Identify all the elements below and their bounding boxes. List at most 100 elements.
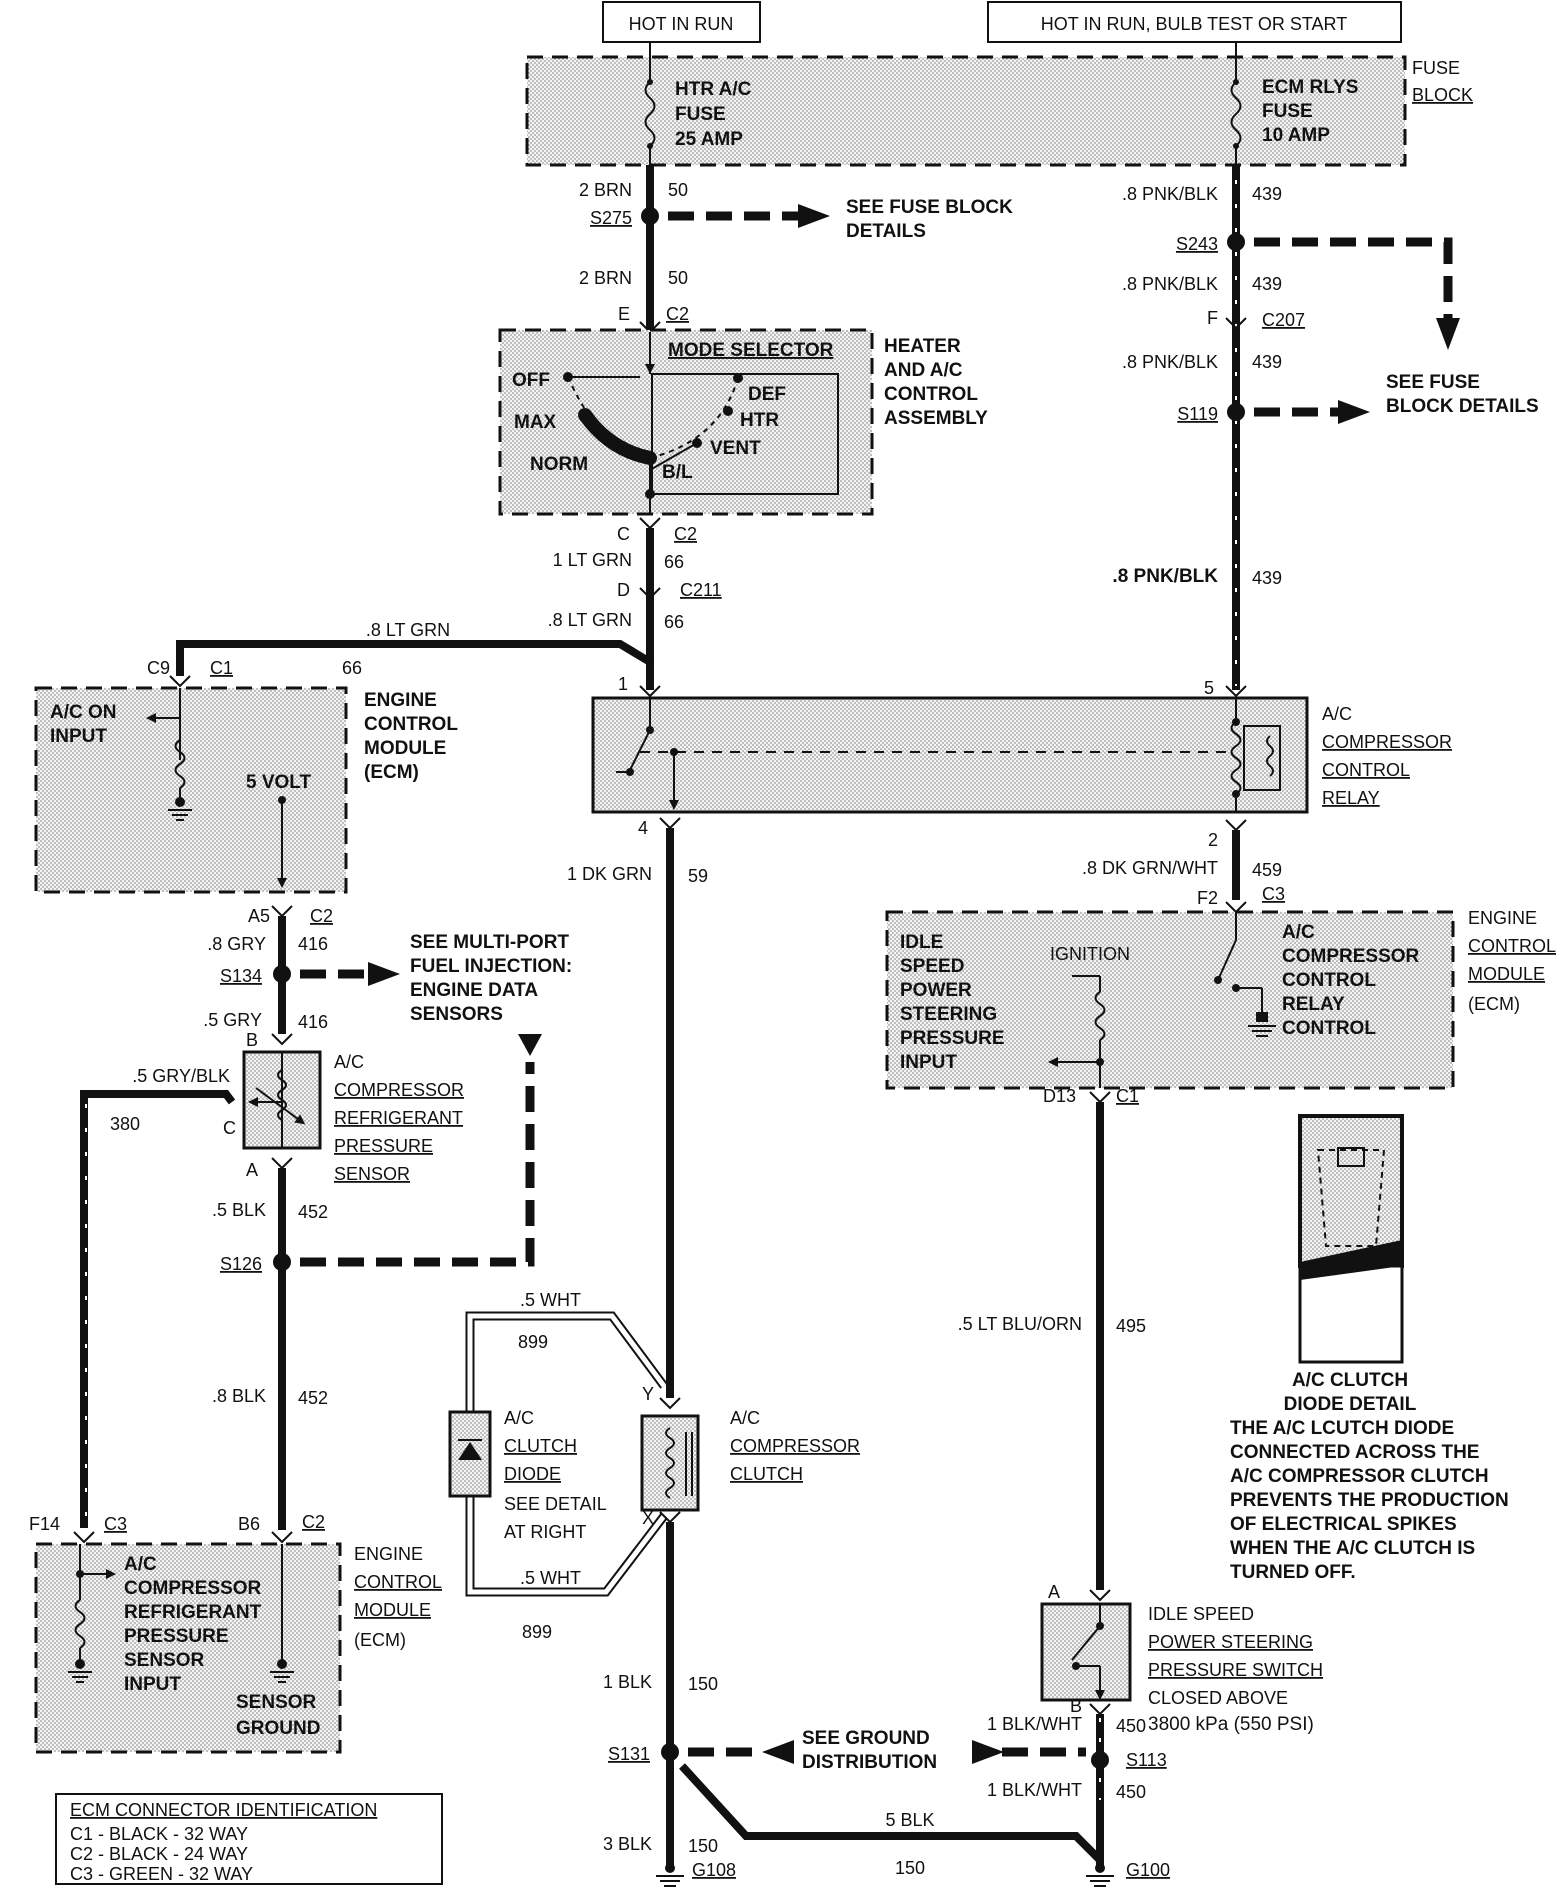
svg-text:STEERING: STEERING [900, 1004, 997, 1025]
svg-text:FUEL INJECTION:: FUEL INJECTION: [410, 956, 572, 977]
hot-in-run-bulb-box: HOT IN RUN, BULB TEST OR START [987, 1, 1402, 43]
svg-text:MODULE: MODULE [354, 1600, 431, 1620]
svg-text:CONTROL: CONTROL [354, 1572, 442, 1592]
svg-text:B: B [246, 1030, 258, 1050]
svg-text:SEE MULTI-PORT: SEE MULTI-PORT [410, 932, 569, 953]
svg-text:452: 452 [298, 1202, 328, 1222]
svg-text:HTR: HTR [740, 410, 779, 431]
svg-text:S134: S134 [220, 966, 262, 986]
svg-text:Y: Y [642, 1384, 654, 1404]
svg-text:C1: C1 [210, 658, 233, 678]
svg-text:S243: S243 [1176, 234, 1218, 254]
svg-text:5: 5 [1204, 678, 1214, 698]
svg-text:A/C: A/C [730, 1408, 760, 1428]
svg-text:FUSE: FUSE [1262, 101, 1313, 122]
svg-text:FUSE: FUSE [1412, 58, 1460, 78]
svg-text:C2: C2 [310, 906, 333, 926]
ground-g108 [656, 1863, 684, 1887]
svg-text:1 DK GRN: 1 DK GRN [567, 864, 652, 884]
svg-text:S113: S113 [1126, 1750, 1167, 1770]
svg-text:A: A [1048, 1582, 1060, 1602]
svg-text:DEF: DEF [748, 384, 786, 405]
svg-text:COMPRESSOR: COMPRESSOR [1322, 732, 1452, 752]
svg-text:MODE SELECTOR: MODE SELECTOR [668, 340, 834, 361]
svg-text:450: 450 [1116, 1716, 1146, 1736]
svg-text:.8 PNK/BLK: .8 PNK/BLK [1112, 566, 1218, 587]
svg-text:CONTROL: CONTROL [1468, 936, 1556, 956]
svg-text:.5 WHT: .5 WHT [520, 1568, 581, 1588]
svg-text:SENSORS: SENSORS [410, 1004, 503, 1025]
svg-text:2: 2 [1208, 830, 1218, 850]
svg-text:A/C: A/C [1322, 704, 1352, 724]
ecm-connector-legend: ECM CONNECTOR IDENTIFICATION C1 - BLACK … [55, 1793, 443, 1885]
svg-text:OFF: OFF [512, 370, 550, 391]
svg-text:.5 WHT: .5 WHT [520, 1290, 581, 1310]
svg-text:SPEED: SPEED [900, 956, 964, 977]
svg-text:B: B [1070, 1696, 1082, 1716]
svg-text:C3 - GREEN - 32 WAY: C3 - GREEN - 32 WAY [70, 1864, 253, 1884]
svg-text:3 BLK: 3 BLK [603, 1834, 652, 1854]
svg-text:POWER: POWER [900, 980, 972, 1001]
svg-text:B6: B6 [238, 1514, 260, 1534]
svg-text:5 BLK: 5 BLK [885, 1810, 934, 1830]
svg-text:59: 59 [688, 866, 708, 886]
svg-text:A5: A5 [248, 906, 270, 926]
svg-text:2 BRN: 2 BRN [579, 268, 632, 288]
svg-text:ENGINE: ENGINE [1468, 908, 1537, 928]
splice-s275 [641, 207, 659, 225]
svg-text:(ECM): (ECM) [1468, 994, 1520, 1014]
idle-speed-ps-switch [1040, 1602, 1132, 1702]
svg-text:459: 459 [1252, 860, 1282, 880]
svg-text:452: 452 [298, 1388, 328, 1408]
svg-text:1 BLK/WHT: 1 BLK/WHT [987, 1780, 1082, 1800]
svg-text:CONNECTED ACROSS THE: CONNECTED ACROSS THE [1230, 1442, 1479, 1463]
svg-text:.5 BLK: .5 BLK [212, 1200, 266, 1220]
ecm-top-module: A/C ON INPUT 5 VOLT [34, 686, 348, 894]
ecm-relays-fuse: ECM RLYS FUSE 10 AMP [1230, 57, 1358, 165]
svg-text:(ECM): (ECM) [364, 762, 419, 783]
svg-text:66: 66 [664, 612, 684, 632]
svg-text:THE A/C LCUTCH DIODE: THE A/C LCUTCH DIODE [1230, 1418, 1454, 1439]
svg-text:HEATER: HEATER [884, 336, 961, 357]
svg-text:D: D [617, 580, 630, 600]
svg-text:PRESSURE SWITCH: PRESSURE SWITCH [1148, 1660, 1323, 1680]
svg-text:3800 kPa (550 PSI): 3800 kPa (550 PSI) [1148, 1714, 1314, 1735]
svg-text:MODULE: MODULE [1468, 964, 1545, 984]
svg-text:BLOCK: BLOCK [1412, 85, 1473, 105]
ac-compressor-control-relay [591, 696, 1309, 814]
svg-text:439: 439 [1252, 184, 1282, 204]
svg-text:A/C COMPRESSOR CLUTCH: A/C COMPRESSOR CLUTCH [1230, 1466, 1489, 1487]
svg-text:2 BRN: 2 BRN [579, 180, 632, 200]
svg-text:C3: C3 [1262, 884, 1285, 904]
svg-text:REFRIGERANT: REFRIGERANT [124, 1602, 262, 1623]
svg-text:IDLE SPEED: IDLE SPEED [1148, 1604, 1254, 1624]
svg-text:.8 BLK: .8 BLK [212, 1386, 266, 1406]
svg-text:C207: C207 [1262, 310, 1305, 330]
svg-text:.8 LT GRN: .8 LT GRN [548, 610, 632, 630]
svg-text:MAX: MAX [514, 412, 557, 433]
svg-text:CLUTCH: CLUTCH [730, 1464, 803, 1484]
svg-text:10 AMP: 10 AMP [1262, 125, 1330, 146]
svg-text:COMPRESSOR: COMPRESSOR [1282, 946, 1420, 967]
ac-clutch-diode [448, 1410, 492, 1498]
svg-text:COMPRESSOR: COMPRESSOR [124, 1578, 262, 1599]
svg-text:D13: D13 [1043, 1086, 1076, 1106]
svg-text:DISTRIBUTION: DISTRIBUTION [802, 1752, 937, 1773]
svg-text:CLOSED ABOVE: CLOSED ABOVE [1148, 1688, 1288, 1708]
svg-text:495: 495 [1116, 1316, 1146, 1336]
svg-text:150: 150 [688, 1674, 718, 1694]
fuse-block: FUSE BLOCK [525, 55, 1473, 167]
svg-text:REFRIGERANT: REFRIGERANT [334, 1108, 463, 1128]
svg-text:1 BLK/WHT: 1 BLK/WHT [987, 1714, 1082, 1734]
svg-text:66: 66 [342, 658, 362, 678]
svg-text:AT RIGHT: AT RIGHT [504, 1522, 586, 1542]
svg-text:.5 GRY: .5 GRY [203, 1010, 262, 1030]
svg-text:(ECM): (ECM) [354, 1630, 406, 1650]
svg-text:SEE GROUND: SEE GROUND [802, 1728, 930, 1749]
svg-text:899: 899 [522, 1622, 552, 1642]
svg-text:C2: C2 [674, 524, 697, 544]
svg-text:ECM RLYS: ECM RLYS [1262, 77, 1358, 98]
svg-text:25 AMP: 25 AMP [675, 129, 743, 150]
svg-text:50: 50 [668, 268, 688, 288]
svg-text:WHEN THE A/C CLUTCH IS: WHEN THE A/C CLUTCH IS [1230, 1538, 1475, 1559]
